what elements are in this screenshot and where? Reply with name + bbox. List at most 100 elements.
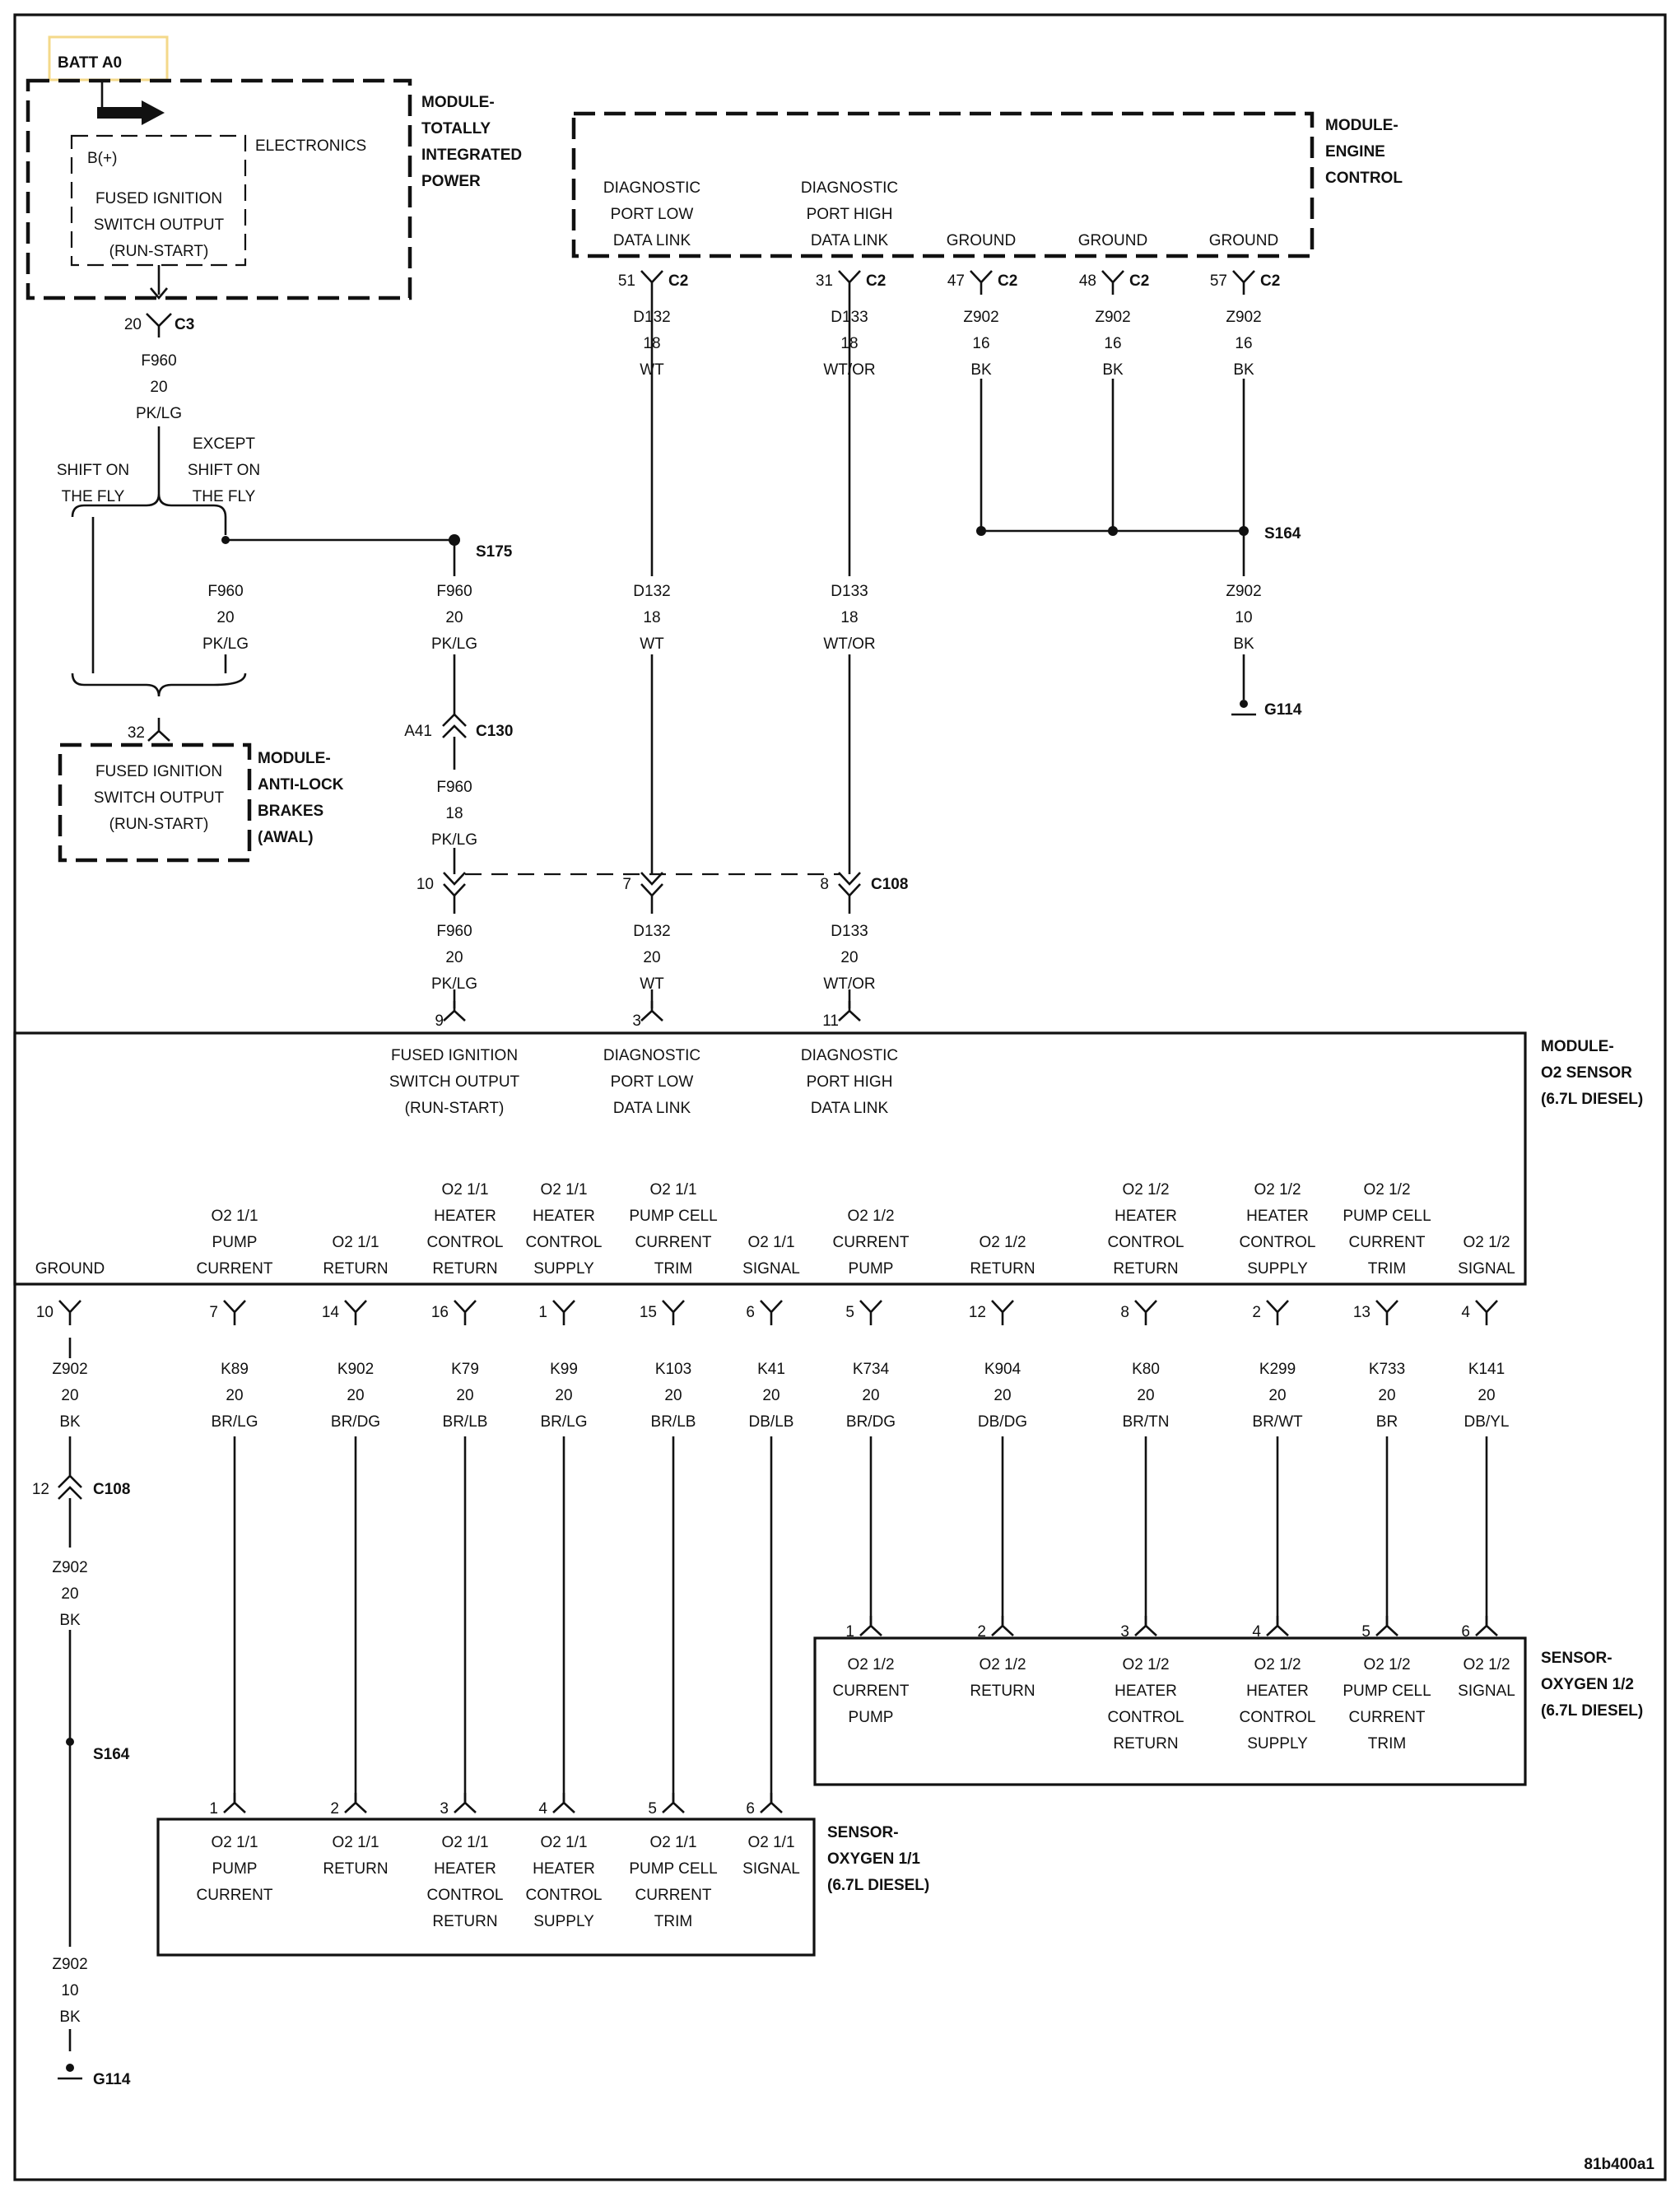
option-right-label: THE FLY [193, 488, 256, 505]
o2-wire-label: DB/YL [1464, 1413, 1510, 1431]
ecm-pin-number: 31 [816, 272, 833, 290]
gnd-wire-label: BK [59, 1612, 81, 1629]
sensor-1-2-pin-label: CURRENT [1349, 1709, 1426, 1726]
c108-wire-label: PK/LG [431, 975, 477, 993]
option-brace [71, 493, 227, 518]
sensor-1-2-pin-label: RETURN [970, 1683, 1035, 1700]
tipm-electronics-label: ELECTRONICS [255, 137, 366, 155]
c108-pin: 10 [417, 876, 434, 893]
o2-bottom-pin-icon [1475, 1300, 1498, 1325]
o2-pin-label: PUMP [212, 1234, 258, 1251]
sensor-1-1-pin-number: 6 [746, 1800, 755, 1818]
sensor-1-1-pin-label: HEATER [533, 1860, 595, 1878]
sensor-1-2-pin-label: HEATER [1246, 1683, 1309, 1700]
s164-bottom-label: S164 [93, 1746, 130, 1763]
gnd-wire2-label: 10 [61, 1982, 78, 1999]
c130-wire-label: PK/LG [431, 831, 477, 849]
o2-wire-label: 20 [347, 1387, 364, 1404]
ecm-pin-label: GROUND [1209, 232, 1278, 249]
o2-bottom-pin-icon [1266, 1300, 1289, 1325]
o2-pin-label: O2 1/1 [747, 1234, 794, 1251]
o2-pin-label: HEATER [434, 1208, 496, 1225]
sensor-1-2-pin-number: 2 [977, 1623, 986, 1641]
sensor-1-2-name: OXYGEN 1/2 [1541, 1676, 1634, 1693]
sensor-1-2-pin-label: O2 1/2 [847, 1656, 894, 1673]
s175-wire-label: 20 [445, 609, 463, 626]
ecm-wire-label: Z902 [963, 309, 998, 326]
c108-connector-icon [838, 872, 861, 897]
o2-bottom-pin-number: 14 [322, 1304, 340, 1321]
abs-name: (AWAL) [258, 829, 314, 846]
o2-pin-label: CURRENT [197, 1260, 273, 1278]
o2-wire-label: DB/LB [749, 1413, 794, 1431]
o2-top-pin-label: PORT LOW [611, 1073, 694, 1091]
o2-wire-label: 20 [555, 1387, 572, 1404]
sensor-1-2-pin-label: CONTROL [1240, 1709, 1316, 1726]
tipm-output-label: FUSED IGNITION [95, 190, 222, 207]
ecm-pin-label: DATA LINK [613, 232, 691, 249]
o2-top-pin-label: DATA LINK [811, 1100, 889, 1117]
tipm-name: MODULE- [421, 94, 495, 111]
o2-pin-label: O2 1/2 [1363, 1181, 1410, 1199]
g114-bottom-label: G114 [93, 2071, 131, 2088]
sensor-1-1-pin-label: RETURN [432, 1913, 497, 1930]
option-left-label: SHIFT ON [57, 462, 129, 479]
o2-bottom-pin-icon [991, 1300, 1014, 1325]
sensor-1-2-pin-label: PUMP [849, 1709, 894, 1726]
o2-bottom-pin-icon [859, 1300, 882, 1325]
o2-wire-label: K41 [757, 1361, 785, 1378]
o2-wire-label: BR/LG [540, 1413, 587, 1431]
ecm-pin-label: DATA LINK [811, 232, 889, 249]
s175-wire-label: PK/LG [431, 635, 477, 653]
o2-wire-label: K79 [451, 1361, 479, 1378]
o2-wire-label: BR/WT [1252, 1413, 1303, 1431]
s164-top-wire-label: 10 [1235, 609, 1252, 626]
o2-pin-label: O2 1/2 [847, 1208, 894, 1225]
tipm-name: TOTALLY [421, 120, 491, 137]
ecm-name: CONTROL [1325, 170, 1403, 187]
gnd-c108-pin: 12 [32, 1481, 49, 1498]
o2-pin-label: O2 1/2 [1254, 1181, 1301, 1199]
sensor-1-2-pin-icon [1134, 1616, 1157, 1636]
sensor-1-2-pin-label: O2 1/2 [979, 1656, 1026, 1673]
ecm-name: ENGINE [1325, 143, 1385, 161]
o2-pin-label: SIGNAL [742, 1260, 800, 1278]
o2-pin-label: PUMP [849, 1260, 894, 1278]
abs-name: ANTI-LOCK [258, 776, 344, 794]
o2-module-name: (6.7L DIESEL) [1541, 1091, 1643, 1108]
o2-wire-label: 20 [1137, 1387, 1154, 1404]
o2-pin-label: PUMP CELL [629, 1208, 717, 1225]
s164-top-label: S164 [1264, 525, 1301, 542]
sensor-1-1-name: (6.7L DIESEL) [827, 1877, 929, 1894]
o2-pin-label: CONTROL [1108, 1234, 1184, 1251]
o2-pin-label: O2 1/1 [332, 1234, 379, 1251]
o2-top-pin-label: (RUN-START) [405, 1100, 505, 1117]
sensor-1-2-pin-number: 4 [1252, 1623, 1261, 1641]
o2-wire-label: K80 [1132, 1361, 1160, 1378]
batt-label: BATT A0 [58, 54, 122, 72]
abs-wire-label: PK/LG [202, 635, 249, 653]
o2-wire-label: BR/DG [331, 1413, 380, 1431]
ecm-wire-label: 16 [1104, 335, 1121, 352]
sensor-1-1-pin-label: O2 1/1 [441, 1834, 488, 1851]
ecm-wire-label: BK [1102, 361, 1124, 379]
ecm-pin-number: 47 [947, 272, 965, 290]
ecm-pin-label: DIAGNOSTIC [603, 179, 700, 197]
sensor-1-1-pin-number: 1 [209, 1800, 218, 1818]
o2-pin-label: SUPPLY [533, 1260, 594, 1278]
o2-pin-label: RETURN [1113, 1260, 1178, 1278]
sensor-oxygen-1-2-box [813, 1636, 1527, 1786]
ecm-pin-label: DIAGNOSTIC [801, 179, 898, 197]
tipm-inner-box [70, 134, 247, 267]
o2-bottom-pin-number: 15 [640, 1304, 657, 1321]
o2-top-pin-label: DATA LINK [613, 1100, 691, 1117]
ecm-data-wire-label: 18 [643, 609, 660, 626]
o2-pin-label: HEATER [1246, 1208, 1309, 1225]
o2-bottom-pin-number: 4 [1461, 1304, 1470, 1321]
o2-wire-label: K99 [550, 1361, 578, 1378]
o2-bottom-pin-number: 12 [969, 1304, 986, 1321]
o2-top-pin-label: FUSED IGNITION [391, 1047, 518, 1064]
o2-wire-label: 20 [994, 1387, 1011, 1404]
o2-bottom-pin-icon [58, 1300, 81, 1325]
option-right-label: EXCEPT [193, 435, 255, 453]
